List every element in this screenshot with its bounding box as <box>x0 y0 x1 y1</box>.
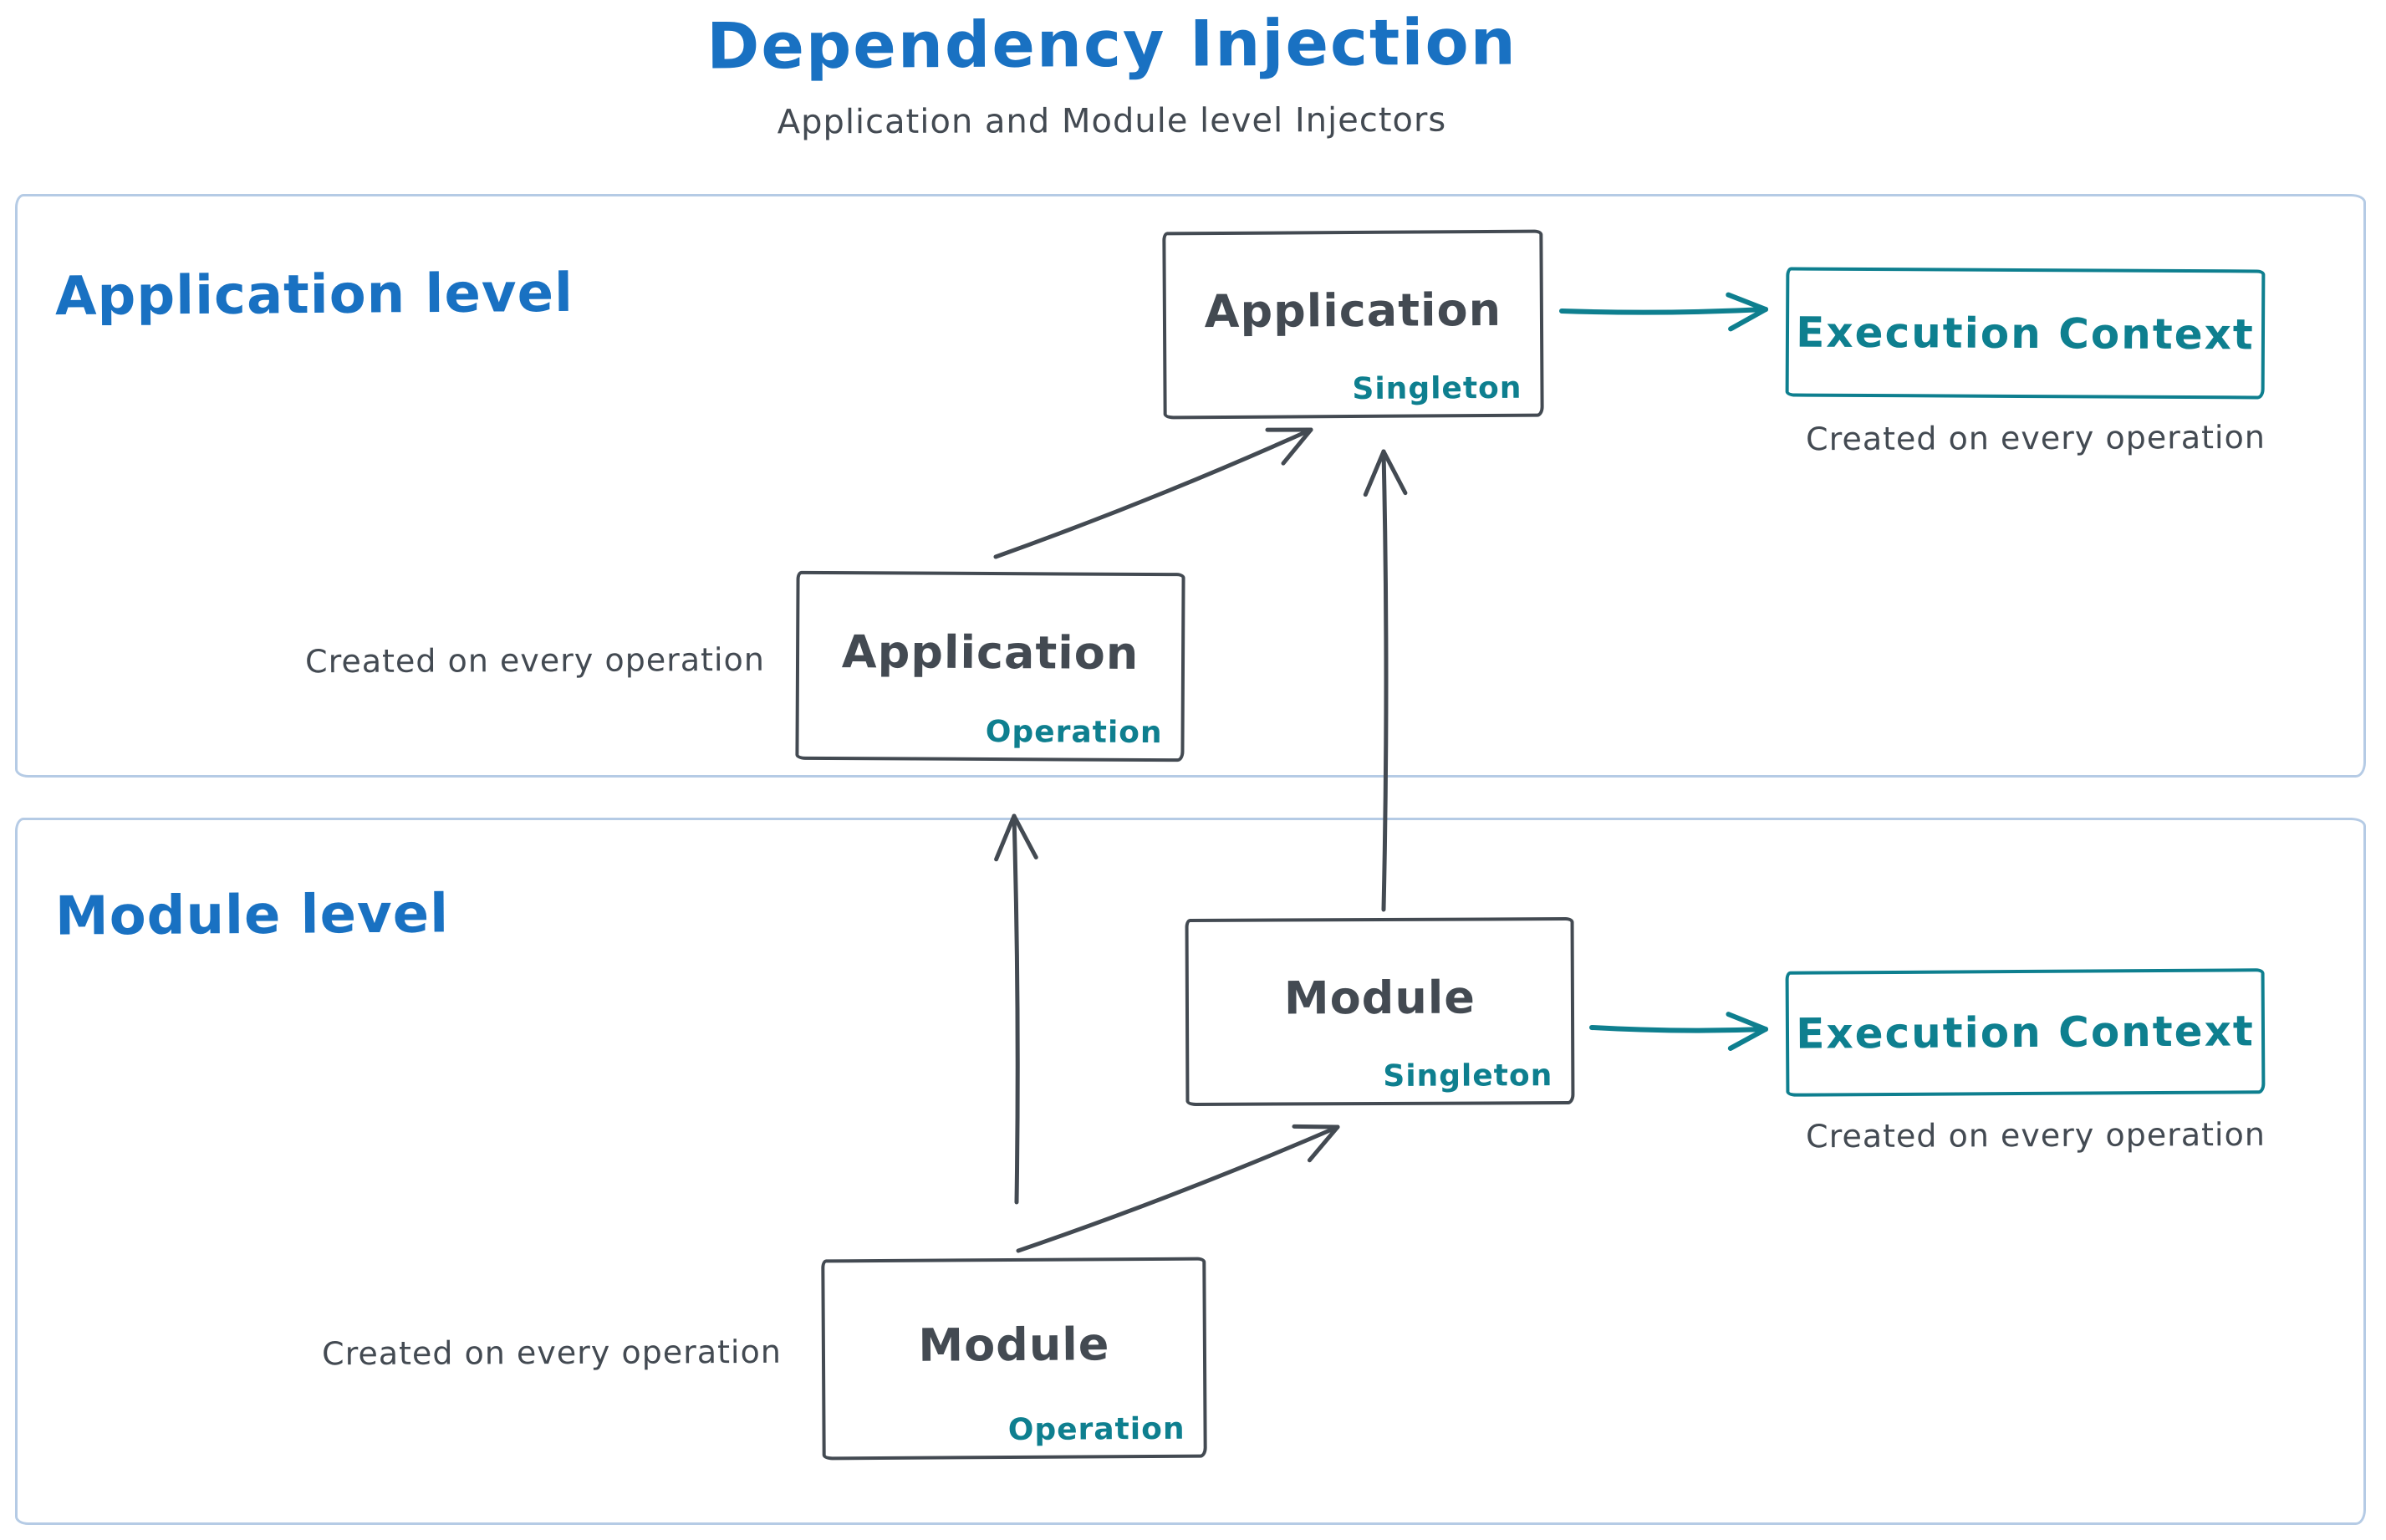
node-execution-context-application: Execution Context <box>1785 267 2266 400</box>
node-module-operation: Module Operation <box>821 1257 1207 1461</box>
caption-module-operation: Created on every operation <box>322 1333 782 1373</box>
frame-application-level-label: Application level <box>54 262 574 329</box>
frame-module-level <box>15 818 2366 1525</box>
diagram-subtitle: Application and Module level Injectors <box>777 100 1447 142</box>
node-application-operation-title: Application <box>841 625 1139 680</box>
frame-module-level-label: Module level <box>54 883 450 948</box>
caption-execution-context-application: Created on every operation <box>1806 418 2266 458</box>
caption-application-operation: Created on every operation <box>305 640 765 681</box>
node-application-operation: Application Operation <box>795 570 1185 762</box>
caption-execution-context-module: Created on every operation <box>1806 1115 2266 1155</box>
diagram-title: Dependency Injection <box>706 4 1517 84</box>
node-module-singleton: Module Singleton <box>1185 916 1575 1107</box>
node-module-singleton-tag: Singleton <box>1383 1058 1553 1094</box>
node-execution-context-module-label: Execution Context <box>1796 1007 2255 1058</box>
node-module-singleton-title: Module <box>1283 971 1476 1025</box>
frame-application-level <box>15 194 2366 778</box>
node-execution-context-module: Execution Context <box>1785 968 2266 1097</box>
node-module-operation-title: Module <box>918 1318 1110 1372</box>
node-module-operation-tag: Operation <box>1007 1411 1185 1448</box>
node-application-singleton: Application Singleton <box>1162 229 1544 420</box>
node-application-singleton-title: Application <box>1204 283 1502 339</box>
node-application-singleton-tag: Singleton <box>1352 370 1522 407</box>
node-execution-context-application-label: Execution Context <box>1796 308 2255 359</box>
node-application-operation-tag: Operation <box>985 714 1163 751</box>
